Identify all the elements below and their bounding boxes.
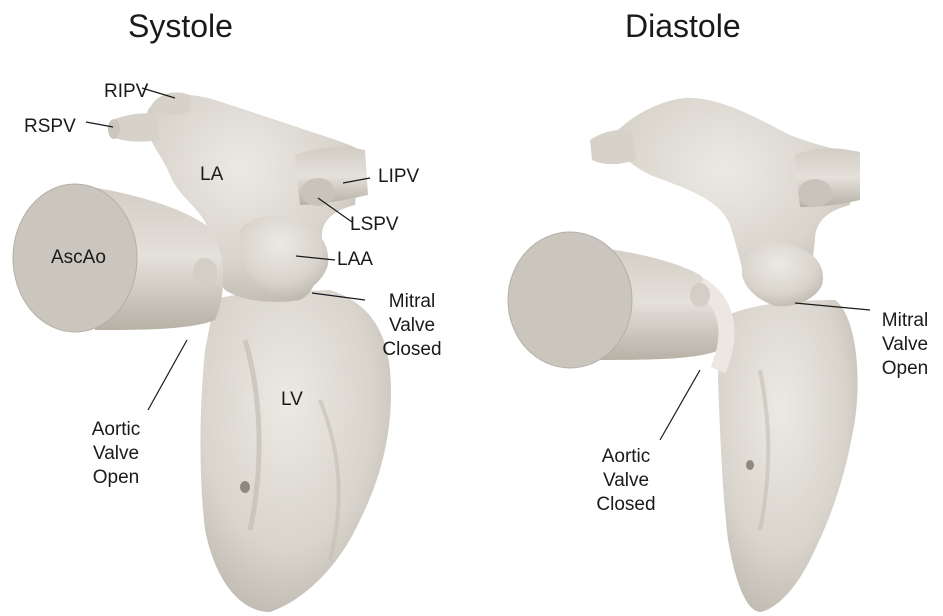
label-aortic-open: Aortic Valve Open [80,418,152,490]
label-ripv: RIPV [104,80,148,104]
aortic-closed-line-1: Aortic [586,445,666,469]
label-mitral-closed: Mitral Valve Closed [376,290,448,362]
diastole-left-ventricle [718,300,858,612]
mitral-open-line-3: Open [872,357,938,381]
left-ventricle [200,290,390,612]
mitral-line-1: Mitral [376,290,448,314]
aortic-closed-line-3: Closed [586,493,666,517]
mitral-open-line-1: Mitral [872,309,938,333]
label-lipv: LIPV [378,165,419,189]
label-lv: LV [281,388,303,412]
label-la: LA [200,163,223,187]
aortic-closed-line-2: Valve [586,469,666,493]
mitral-open-line-2: Valve [872,333,938,357]
aortic-line-3: Open [80,466,152,490]
ripv-vessel [150,92,190,114]
label-aortic-closed: Aortic Valve Closed [586,445,666,517]
mitral-line-2: Valve [376,314,448,338]
label-lspv: LSPV [350,213,399,237]
label-laa: LAA [337,248,373,272]
label-mitral-open: Mitral Valve Open [872,309,938,381]
diastole-heart [508,98,860,612]
aortic-line-1: Aortic [80,418,152,442]
label-rspv: RSPV [24,115,76,139]
aortic-line-2: Valve [80,442,152,466]
label-ascao: AscAo [51,246,106,270]
mitral-line-3: Closed [376,338,448,362]
